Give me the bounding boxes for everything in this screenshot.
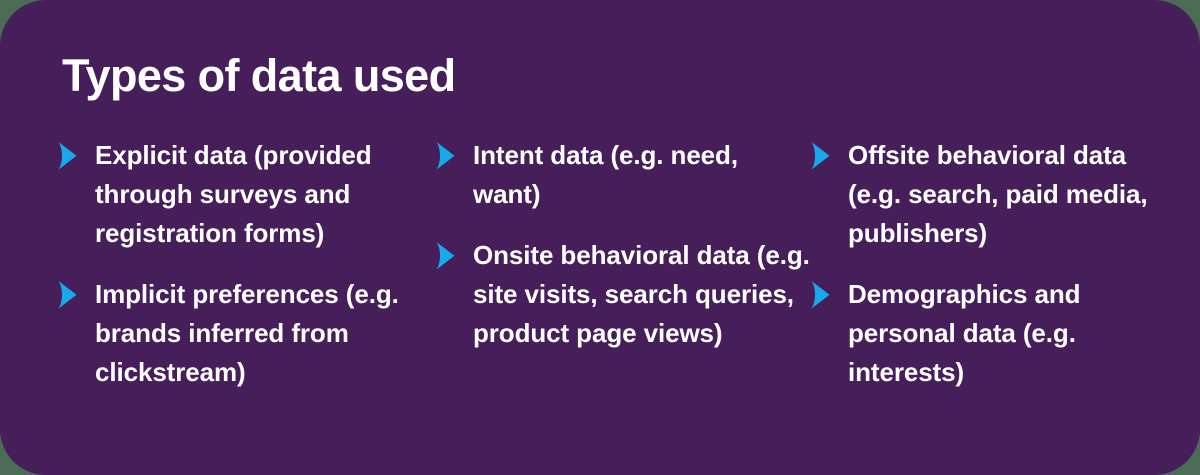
list-item-label: Implicit preferences (e.g. brands inferr… xyxy=(95,279,399,387)
list-item: Onsite behavioral data (e.g. site visits… xyxy=(436,236,811,353)
chevron-right-icon xyxy=(58,281,77,309)
chevron-right-icon xyxy=(436,142,455,170)
list-item-label: Offsite behavioral data (e.g. search, pa… xyxy=(848,140,1148,248)
bullet-columns: Explicit data (provided through surveys … xyxy=(58,136,1154,392)
chevron-right-icon xyxy=(436,242,455,270)
list-item-label: Explicit data (provided through surveys … xyxy=(95,140,372,248)
list-item: Explicit data (provided through surveys … xyxy=(58,136,436,253)
list-item: Offsite behavioral data (e.g. search, pa… xyxy=(811,136,1154,253)
chevron-right-icon xyxy=(58,142,77,170)
bullet-column-1: Explicit data (provided through surveys … xyxy=(58,136,436,392)
list-item-label: Demographics and personal data (e.g. int… xyxy=(848,279,1081,387)
list-item: Implicit preferences (e.g. brands inferr… xyxy=(58,275,436,392)
list-item: Intent data (e.g. need, want) xyxy=(436,136,811,214)
page-title: Types of data used xyxy=(62,50,456,101)
chevron-right-icon xyxy=(811,281,830,309)
bullet-column-2: Intent data (e.g. need, want) Onsite beh… xyxy=(436,136,811,353)
list-item: Demographics and personal data (e.g. int… xyxy=(811,275,1154,392)
list-item-label: Onsite behavioral data (e.g. site visits… xyxy=(473,240,810,348)
bullet-column-3: Offsite behavioral data (e.g. search, pa… xyxy=(811,136,1154,392)
list-item-label: Intent data (e.g. need, want) xyxy=(473,140,738,209)
chevron-right-icon xyxy=(811,142,830,170)
